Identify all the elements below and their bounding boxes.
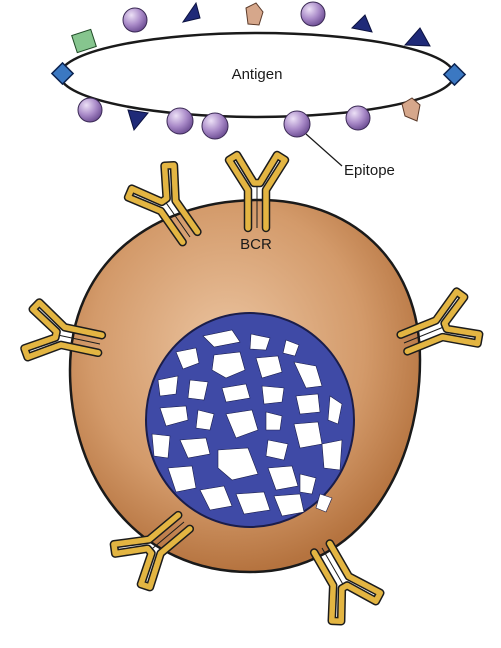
- antigen-label: Antigen: [232, 66, 283, 83]
- square-epitope: [442, 62, 467, 87]
- epitope-markers: [50, 1, 467, 132]
- triangle-epitope: [181, 1, 201, 23]
- pentagon-epitope: [245, 2, 264, 26]
- square-epitope: [50, 61, 75, 86]
- epitope-sphere: [345, 105, 371, 131]
- epitope-leader-line: [305, 133, 343, 167]
- triangle-epitope: [127, 109, 149, 132]
- square-epitope: [71, 28, 97, 54]
- bcr-label: BCR: [240, 236, 272, 253]
- epitope-sphere: [166, 107, 194, 135]
- epitope-sphere: [122, 7, 148, 33]
- nucleus: [145, 312, 355, 528]
- triangle-epitope: [350, 14, 373, 33]
- pentagon-epitope: [401, 97, 421, 122]
- epitope-label: Epitope: [344, 162, 395, 179]
- bound-epitopes: [166, 107, 311, 140]
- epitope-sphere: [300, 1, 326, 27]
- triangle-epitope: [403, 27, 431, 47]
- epitope-sphere: [283, 110, 311, 138]
- epitope-sphere: [77, 97, 103, 123]
- epitope-sphere: [201, 112, 229, 140]
